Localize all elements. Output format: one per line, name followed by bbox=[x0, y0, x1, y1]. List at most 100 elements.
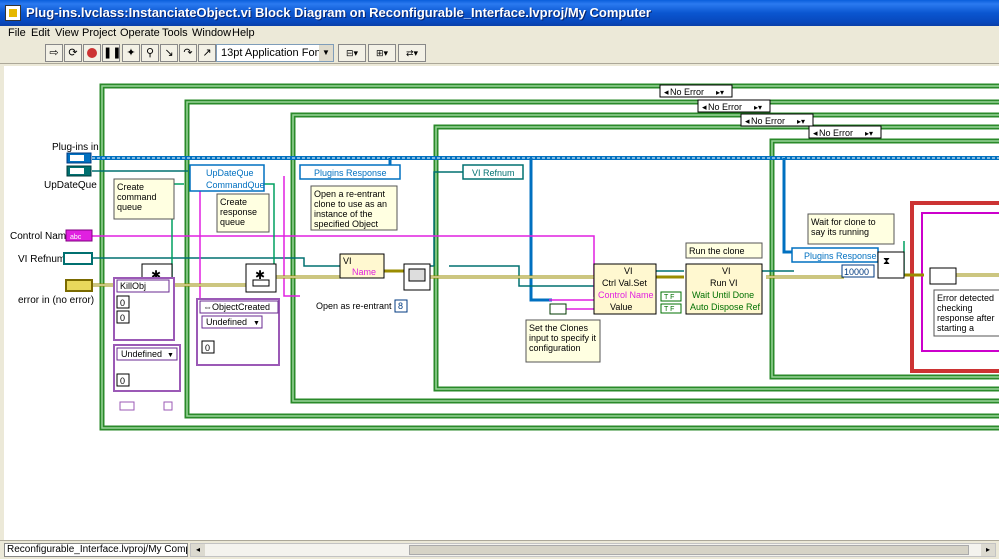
block-diagram[interactable]: ◂ No Error ▸▾ ◂ No Error ▸▾ ◂ No Error ▸… bbox=[4, 66, 999, 540]
updateque-terminal[interactable]: UpDateQue bbox=[44, 165, 97, 191]
menu-operate[interactable]: Operate bbox=[120, 27, 160, 39]
align-objects-icon[interactable]: ⊟▾ bbox=[338, 44, 366, 62]
obtain-queue-node-2[interactable]: ✱ bbox=[245, 263, 277, 293]
svg-text:No Error: No Error bbox=[670, 87, 704, 97]
vi-icon bbox=[5, 5, 21, 21]
menu-window[interactable]: Window bbox=[192, 27, 232, 39]
menu-edit[interactable]: Edit bbox=[31, 27, 50, 39]
svg-text:VI Refnum: VI Refnum bbox=[472, 168, 515, 178]
svg-text:⧗: ⧗ bbox=[883, 256, 890, 267]
horizontal-scrollbar[interactable]: ◂ ▸ bbox=[190, 543, 996, 557]
scroll-thumb[interactable] bbox=[409, 545, 969, 555]
plugins-cluster-wire[interactable] bbox=[92, 156, 999, 302]
svg-text:Undefined: Undefined bbox=[121, 349, 162, 359]
svg-text:8: 8 bbox=[398, 301, 403, 311]
svg-text:error in (no error): error in (no error) bbox=[18, 295, 94, 306]
command-cluster-constant[interactable]: KillObj 0 0 bbox=[113, 277, 175, 341]
svg-text:Wait Until Done: Wait Until Done bbox=[692, 290, 754, 300]
case-structure-1[interactable] bbox=[99, 83, 999, 431]
case-structure-5[interactable] bbox=[769, 138, 999, 380]
svg-text:0: 0 bbox=[205, 343, 210, 353]
case-selector-4[interactable]: ◂ No Error ▸▾ bbox=[808, 125, 882, 139]
vi-name-property-node[interactable]: VI Name bbox=[339, 253, 385, 279]
case-selector-2[interactable]: ◂ No Error ▸▾ bbox=[697, 99, 771, 113]
boolean-constant-2[interactable]: T F bbox=[660, 303, 682, 314]
svg-text:Plugins Response: Plugins Response bbox=[804, 251, 877, 261]
svg-text:No Error: No Error bbox=[751, 116, 785, 126]
queue-wires bbox=[171, 183, 905, 277]
svg-text:✱: ✱ bbox=[255, 268, 265, 282]
timeout-constant[interactable]: 10000 bbox=[841, 264, 875, 278]
unbundle-vi-refnum-node[interactable]: VI Refnum bbox=[462, 164, 524, 180]
svg-text:UpDateQue: UpDateQue bbox=[206, 168, 254, 178]
svg-text:Run VI: Run VI bbox=[710, 278, 738, 288]
svg-text:Plug-ins in: Plug-ins in bbox=[52, 142, 99, 153]
step-into-icon[interactable]: ↘ bbox=[160, 44, 178, 62]
highlight-execution-icon[interactable]: ✦ bbox=[122, 44, 140, 62]
menu-file[interactable]: File bbox=[8, 27, 26, 39]
svg-text:▸▾: ▸▾ bbox=[716, 88, 724, 97]
svg-text:VI Refnum: VI Refnum bbox=[18, 254, 65, 265]
step-out-icon[interactable]: ↗ bbox=[198, 44, 216, 62]
undefined-cluster-constant[interactable]: Undefined ▼ 0 bbox=[113, 344, 181, 392]
ctrl-val-set-invoke-node[interactable]: VI Ctrl Val.Set Control Name Value bbox=[593, 263, 657, 315]
font-selector-value: 13pt Application Font bbox=[221, 47, 324, 59]
error-in-terminal[interactable]: error in (no error) bbox=[18, 279, 94, 306]
reorder-icon[interactable]: ⇄▾ bbox=[398, 44, 426, 62]
svg-text:◂: ◂ bbox=[702, 102, 707, 112]
abort-icon[interactable] bbox=[83, 44, 101, 62]
unbundle-queues-node[interactable]: UpDateQue CommandQue bbox=[189, 164, 265, 192]
svg-text:◂: ◂ bbox=[813, 128, 818, 138]
svg-text:▸▾: ▸▾ bbox=[797, 117, 805, 126]
error-case-structure[interactable] bbox=[910, 201, 999, 373]
vi-refnum-terminal[interactable]: VI Refnum bbox=[18, 252, 93, 265]
title-bar[interactable]: Plug-ins.lvclass:InstanciateObject.vi Bl… bbox=[0, 0, 999, 26]
variant-constant[interactable] bbox=[549, 303, 567, 315]
run-continuous-icon[interactable]: ⟳ bbox=[64, 44, 82, 62]
open-vi-reference-node[interactable]: Open as re-entrant 8 bbox=[316, 263, 431, 313]
run-arrow-icon[interactable]: ⇨ bbox=[45, 44, 63, 62]
svg-text:Ctrl Val.Set: Ctrl Val.Set bbox=[602, 278, 647, 288]
svg-text:KillObj: KillObj bbox=[120, 281, 146, 291]
unbundle-error-node[interactable] bbox=[929, 267, 957, 285]
case-selector-1[interactable]: ◂ No Error ▸▾ bbox=[659, 84, 733, 98]
svg-text:▸▾: ▸▾ bbox=[754, 103, 762, 112]
svg-text:Name: Name bbox=[352, 267, 376, 277]
comment-run-the-clone: Run the clone bbox=[685, 242, 763, 259]
boolean-constant-1[interactable]: T F bbox=[660, 291, 682, 302]
case-structure-2[interactable] bbox=[184, 99, 999, 419]
unbundle-plugins-response-node[interactable]: Plugins Response bbox=[299, 164, 401, 180]
font-selector[interactable]: 13pt Application Font ▼ bbox=[216, 44, 334, 62]
response-cluster-constant[interactable]: ⇔ ObjectCreated Undefined ▼ 0 bbox=[196, 298, 280, 366]
case-structure-4[interactable] bbox=[433, 124, 999, 392]
run-vi-invoke-node[interactable]: VI Run VI Wait Until Done Auto Dispose R… bbox=[685, 263, 763, 315]
svg-text:10000: 10000 bbox=[844, 267, 869, 277]
retain-wire-values-icon[interactable]: ⚲ bbox=[141, 44, 159, 62]
svg-text:Plugins Response: Plugins Response bbox=[314, 168, 387, 178]
scroll-left-icon[interactable]: ◂ bbox=[191, 544, 205, 556]
control-name-terminal[interactable]: Control Name abc bbox=[10, 229, 93, 242]
plugins-in-terminal[interactable]: Plug-ins in bbox=[52, 142, 99, 164]
svg-text:⇔: ⇔ bbox=[203, 302, 212, 312]
distribute-objects-icon[interactable]: ⊞▾ bbox=[368, 44, 396, 62]
scroll-right-icon[interactable]: ▸ bbox=[981, 544, 995, 556]
menu-help[interactable]: Help bbox=[232, 27, 255, 39]
svg-text:Run the clone: Run the clone bbox=[689, 246, 745, 256]
svg-text:T F: T F bbox=[664, 306, 674, 313]
unbundle-plugins-response-node-2[interactable]: Plugins Response bbox=[791, 247, 879, 263]
dequeue-node[interactable]: ⧗ bbox=[877, 251, 905, 279]
menu-view[interactable]: View bbox=[55, 27, 79, 39]
pause-icon[interactable]: ❚❚ bbox=[102, 44, 121, 62]
queue-ref-icon bbox=[119, 401, 173, 411]
menu-project[interactable]: Project bbox=[82, 27, 117, 39]
menu-tools[interactable]: Tools bbox=[162, 27, 188, 39]
case-selector-3[interactable]: ◂ No Error ▸▾ bbox=[740, 113, 814, 127]
step-over-icon[interactable]: ↷ bbox=[179, 44, 197, 62]
svg-text:Undefined: Undefined bbox=[206, 317, 247, 327]
svg-text:◂: ◂ bbox=[745, 116, 750, 126]
svg-text:VI: VI bbox=[343, 256, 352, 266]
